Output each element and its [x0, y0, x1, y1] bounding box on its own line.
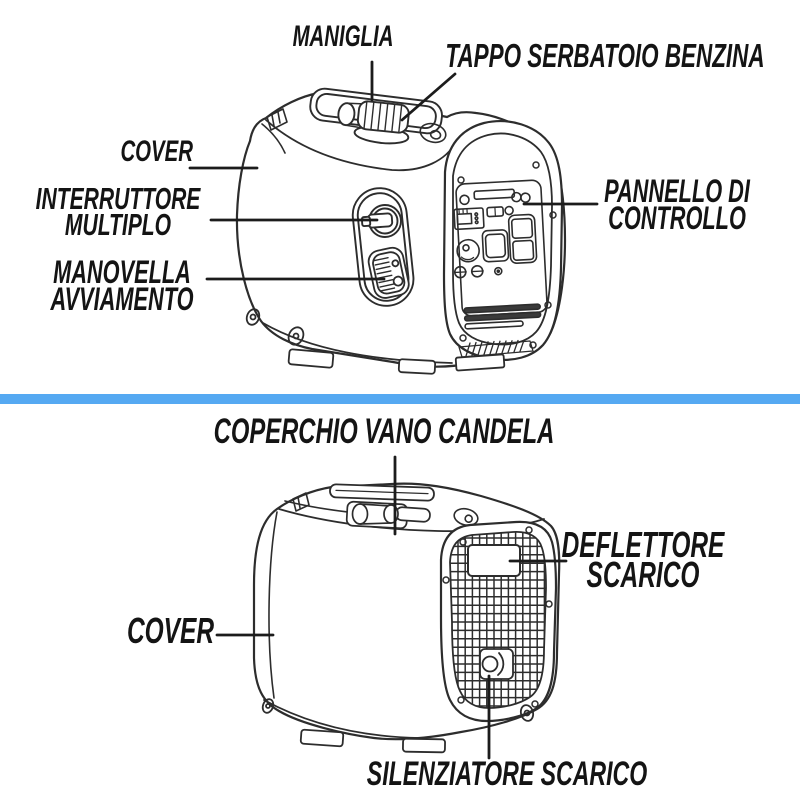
label-deflettore-scarico: DEFLETTORE SCARICO: [561, 524, 725, 596]
label-manovella-line1: MANOVELLA: [53, 254, 191, 290]
panel-vents: [463, 303, 542, 330]
label-deflettore-line2: SCARICO: [586, 554, 700, 596]
rear-handle: [329, 483, 435, 502]
label-interruttore-multiplo: INTERRUTTORE MULTIPLO: [35, 181, 201, 243]
label-tappo-serbatoio: TAPPO SERBATOIO BENZINA: [445, 37, 765, 74]
left-contour: [268, 511, 278, 699]
leader-tappo: [400, 72, 457, 122]
corner-seam: [261, 123, 286, 154]
ac-outlet-1: [481, 229, 510, 263]
panel-switch: [486, 205, 514, 218]
label-pannello-line2: CONTROLLO: [608, 199, 746, 236]
label-coperchio-text: COPERCHIO VANO CANDELA: [213, 412, 555, 451]
muffler-outlet: [479, 648, 514, 680]
panel-screws: [457, 161, 557, 349]
label-maniglia: MANIGLIA: [292, 20, 394, 53]
label-pannello-di-controllo: PANNELLO DI CONTROLLO: [604, 173, 750, 236]
label-maniglia-text: MANIGLIA: [292, 20, 394, 53]
bottom-trim-seam: [263, 699, 421, 739]
indicator-light: [459, 194, 470, 206]
panel-button-2: [520, 192, 531, 203]
ac-outlet-2: [507, 213, 538, 264]
top-cover-seam: [265, 119, 457, 172]
top-latch: [419, 122, 447, 144]
ground-terminals: [453, 264, 503, 279]
label-manovella-line2: AVVIAMENTO: [50, 280, 194, 317]
hatch-vent: [458, 339, 534, 358]
rear-top-bracket: [292, 492, 310, 512]
rear-view-drawing: [252, 482, 561, 754]
control-panel: [442, 120, 564, 361]
front-view-drawing: [235, 87, 567, 375]
label-cover-rear: COVER: [126, 610, 214, 651]
label-cover-front: COVER: [120, 135, 193, 168]
feet-rear: [261, 698, 535, 754]
label-manovella-avviamento: MANOVELLA AVVIAMENTO: [50, 254, 194, 317]
label-cover-rear-text: COVER: [126, 610, 214, 651]
fuel-tank-cap: [337, 100, 410, 145]
label-silenziatore-text: SILENZIATORE SCARICO: [366, 755, 648, 793]
grille-screws: [442, 526, 553, 708]
label-interruttore-line1: INTERRUTTORE: [35, 181, 201, 216]
label-tappo-text: TAPPO SERBATOIO BENZINA: [445, 37, 765, 74]
label-interruttore-line2: MULTIPLO: [64, 207, 172, 243]
exhaust-grille: [439, 520, 558, 723]
display-meter: [453, 207, 485, 231]
leader-lines: [188, 60, 599, 760]
dc-terminal: [456, 238, 480, 263]
feet-front: [245, 308, 506, 375]
recoil-starter: [367, 246, 410, 299]
label-deflettore-line1: DEFLETTORE: [561, 524, 725, 565]
label-pannello-line1: PANNELLO DI: [604, 173, 750, 209]
rear-latch: [453, 507, 479, 527]
label-coperchio-vano-candela: COPERCHIO VANO CANDELA: [213, 412, 555, 451]
section-divider: [0, 394, 800, 404]
label-silenziatore-scarico: SILENZIATORE SCARICO: [366, 755, 648, 793]
label-cover-front-text: COVER: [120, 135, 193, 168]
top-vent: [266, 108, 288, 131]
